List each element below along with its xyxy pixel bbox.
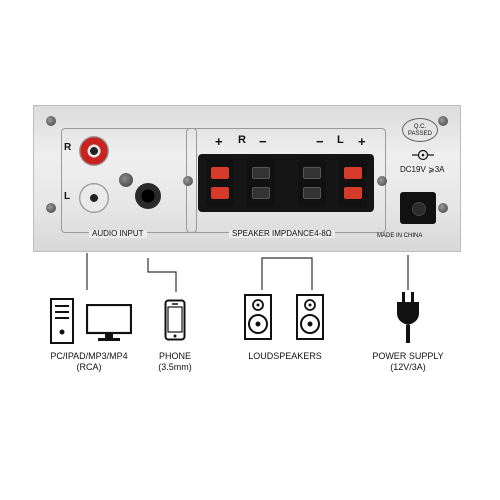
- device-label-pc: PC/IPAD/MP3/MP4(RCA): [50, 351, 128, 373]
- device-label-phone: PHONE(3.5mm): [158, 351, 192, 373]
- headphone-jack[interactable]: [135, 183, 161, 209]
- device-label-power-supply: POWER SUPPLY(12V/3A): [372, 351, 444, 373]
- speaker-terminal-right-positive[interactable]: [206, 159, 234, 207]
- terminal-sign: +: [358, 134, 366, 149]
- device-label-loudspeakers: LOUDSPEAKERS: [248, 351, 322, 361]
- terminal-sign: R: [238, 134, 246, 146]
- qc-passed-sticker: Q.C. PASSED: [402, 118, 438, 142]
- rca-right-label: R: [64, 142, 72, 153]
- monitor-icon: [85, 303, 133, 342]
- terminal-sign: −: [316, 134, 324, 149]
- passed-label: PASSED: [408, 130, 432, 137]
- amplifier-back-panel: R L AUDIO INPUT + R − − L + SPEAKER IMPD…: [33, 105, 461, 252]
- made-in-label: MADE IN CHINA: [377, 233, 423, 239]
- audio-input-label: AUDIO INPUT: [89, 230, 147, 238]
- dc-polarity-icon: [412, 148, 434, 162]
- speaker-icon: [296, 294, 324, 340]
- power-plug-icon: [393, 291, 423, 343]
- rca-jack-left[interactable]: [79, 183, 109, 213]
- rca-left-label: L: [64, 191, 71, 202]
- screw-icon: [46, 116, 56, 126]
- terminal-sign: L: [337, 134, 344, 146]
- qc-label: Q.C.: [413, 124, 427, 130]
- screw-icon: [438, 203, 448, 213]
- dc-rating-label: DC19V ⩾3A: [400, 165, 445, 174]
- screw-icon: [183, 176, 193, 186]
- screw-icon: [46, 203, 56, 213]
- terminal-sign: −: [259, 134, 267, 149]
- screw-icon: [438, 116, 448, 126]
- dc-power-jack[interactable]: [400, 192, 436, 224]
- speaker-terminal-right-negative[interactable]: [247, 159, 275, 207]
- speaker-impedance-label: SPEAKER IMPDANCE4-8Ω: [229, 230, 335, 238]
- pc-tower-icon: [50, 298, 74, 344]
- screw-icon: [377, 176, 387, 186]
- speaker-terminal-left-positive[interactable]: [339, 159, 367, 207]
- terminal-sign: +: [215, 134, 223, 149]
- speaker-icon: [244, 294, 272, 340]
- phone-icon: [164, 299, 186, 341]
- ground-screw-icon: [119, 173, 133, 187]
- speaker-terminal-left-negative[interactable]: [298, 159, 326, 207]
- rca-jack-right[interactable]: [79, 136, 109, 166]
